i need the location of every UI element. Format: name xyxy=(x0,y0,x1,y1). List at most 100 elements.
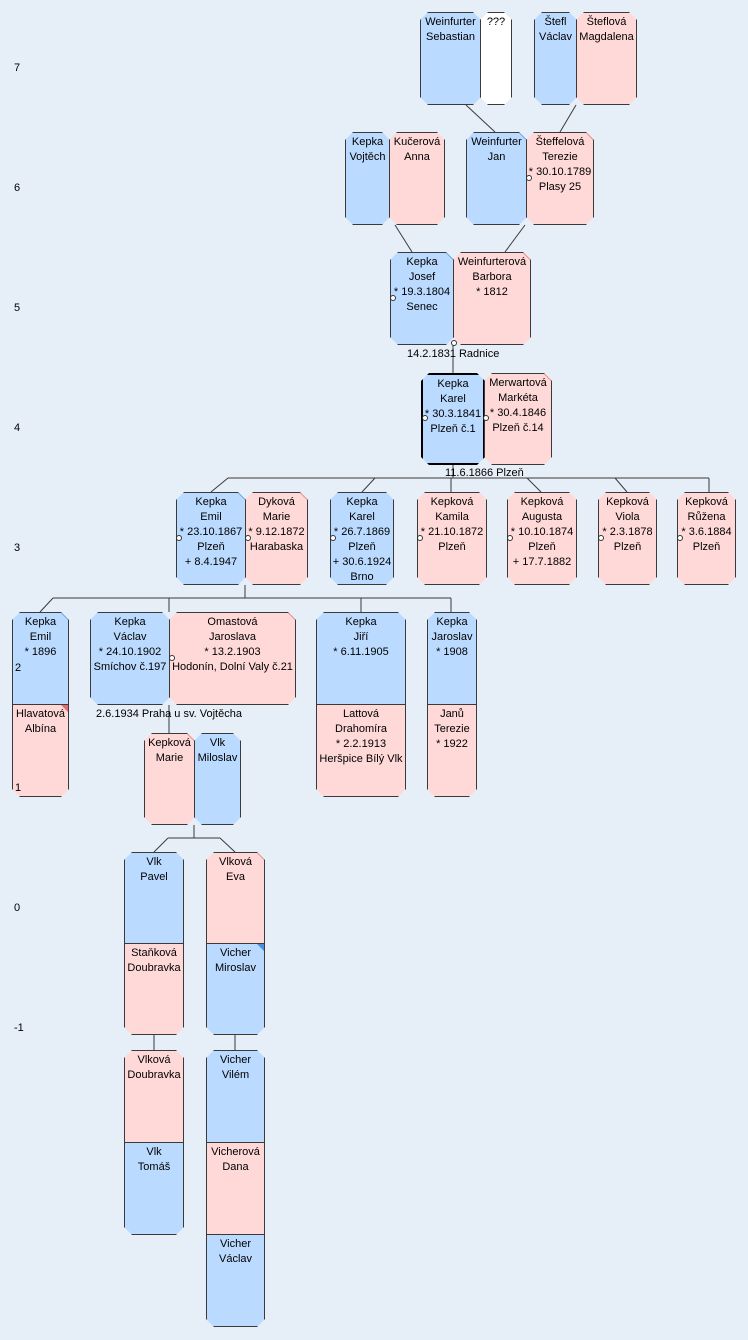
person-box-vicher-vilem[interactable]: Vicher Vilém xyxy=(206,1050,265,1143)
person-box-kepka-jiri[interactable]: Kepka Jiří * 6.11.1905 xyxy=(316,612,406,705)
death-date: + 30.6.1924 xyxy=(332,556,392,568)
surname: Vicher xyxy=(220,947,251,959)
more-info-marker xyxy=(238,493,245,500)
given-name: Terezie xyxy=(542,151,578,163)
generation-label-6: 6 xyxy=(14,182,21,194)
birth-place: Senec xyxy=(406,301,438,313)
expand-knob[interactable] xyxy=(483,415,489,421)
expand-knob[interactable] xyxy=(417,535,423,541)
expand-knob[interactable] xyxy=(526,175,532,181)
birth-date: * 26.7.1869 xyxy=(333,526,391,538)
generation-label-7: 7 xyxy=(14,62,21,74)
surname: Vicherová xyxy=(211,1146,260,1158)
person-box-kepkova-augusta[interactable]: Kepková Augusta * 10.10.1874 Plzeň + 17.… xyxy=(507,492,577,585)
death-place: Brno xyxy=(350,571,374,583)
person-box-stefl-vaclav[interactable]: Štefl Václav xyxy=(534,12,577,105)
person-box-kepka-josef[interactable]: Kepka Josef * 19.3.1804 Senec xyxy=(390,252,454,345)
person-box-kepka-jaroslav[interactable]: Kepka Jaroslav * 1908 xyxy=(427,612,477,705)
person-box-kepka-emil-1867[interactable]: Kepka Emil * 23.10.1867 Plzeň + 8.4.1947 xyxy=(176,492,246,585)
person-box-janu-terezie[interactable]: Janů Terezie * 1922 xyxy=(427,704,477,797)
person-box-weinfurterova-barbora[interactable]: Weinfurterová Barbora * 1812 xyxy=(453,252,531,345)
expand-knob[interactable] xyxy=(245,535,251,541)
birth-place: Plzeň č.14 xyxy=(492,422,544,434)
birth-date: * 23.10.1867 xyxy=(179,526,243,538)
surname: Weinfurter xyxy=(425,16,476,28)
expand-knob[interactable] xyxy=(169,655,175,661)
more-info-marker xyxy=(187,734,194,741)
expand-knob[interactable] xyxy=(330,535,336,541)
given-name: Jaroslav xyxy=(431,631,473,643)
person-box-vicherova-dana[interactable]: Vicherová Dana xyxy=(206,1142,265,1235)
more-info-marker xyxy=(519,133,526,140)
more-info-marker xyxy=(523,253,530,260)
surname: Vlk xyxy=(209,737,226,749)
person-box-unknown[interactable]: ??? xyxy=(480,12,512,105)
birth-place: Plzeň xyxy=(438,541,466,553)
expand-knob[interactable] xyxy=(598,535,604,541)
person-box-vlkova-doubravka[interactable]: Vlková Doubravka xyxy=(124,1050,184,1143)
given-name: Albína xyxy=(24,723,57,735)
birth-place: Plasy 25 xyxy=(538,181,582,193)
more-info-marker xyxy=(61,613,68,620)
given-name: Miroslav xyxy=(215,962,256,974)
surname: Štefl xyxy=(544,16,567,28)
person-box-hlavatova-albina[interactable]: Hlavatová Albína xyxy=(12,704,69,797)
person-box-stankova-doubravka[interactable]: Staňková Doubravka xyxy=(124,943,184,1035)
birth-date: * 30.4.1846 xyxy=(489,407,547,419)
surname: Kučerová xyxy=(393,136,441,148)
person-box-kepka-vaclav[interactable]: Kepka Václav * 24.10.1902 Smíchov č.197 xyxy=(90,612,170,705)
more-info-marker xyxy=(257,944,264,951)
given-name: Miloslav xyxy=(197,752,238,764)
person-box-vlk-miloslav[interactable]: Vlk Miloslav xyxy=(194,733,241,825)
generation-label-4: 4 xyxy=(14,422,21,434)
surname: Merwartová xyxy=(489,377,547,389)
person-box-kucerova-anna[interactable]: Kučerová Anna xyxy=(389,132,445,225)
surname: Kepka xyxy=(436,616,468,628)
surname: Kepková xyxy=(148,737,191,749)
person-box-omastova-jaroslava[interactable]: Omastová Jaroslava * 13.2.1903 Hodonín, … xyxy=(169,612,296,705)
given-name: Tomáš xyxy=(137,1161,171,1173)
person-box-vlk-tomas[interactable]: Vlk Tomáš xyxy=(124,1142,184,1235)
person-box-steflova-magdalena[interactable]: Šteflová Magdalena xyxy=(576,12,637,105)
person-box-vicher-miroslav[interactable]: Vicher Miroslav xyxy=(206,943,265,1035)
person-box-vlkova-eva[interactable]: Vlková Eva xyxy=(206,852,265,944)
expand-knob[interactable] xyxy=(390,295,396,301)
birth-date: * 24.10.1902 xyxy=(98,646,162,658)
person-box-merwartova-marketa[interactable]: Merwartová Markéta * 30.4.1846 Plzeň č.1… xyxy=(484,373,552,465)
person-box-kepkova-kamila[interactable]: Kepková Kamila * 21.10.1872 Plzeň xyxy=(417,492,487,585)
expand-knob[interactable] xyxy=(176,535,182,541)
expand-knob[interactable] xyxy=(677,535,683,541)
person-box-vlk-pavel[interactable]: Vlk Pavel xyxy=(124,852,184,944)
marriage-count: 2 xyxy=(15,662,22,674)
given-name: Václav xyxy=(113,631,147,643)
person-box-kepkova-ruzena[interactable]: Kepková Růžena * 3.6.1884 Plzeň xyxy=(677,492,736,585)
death-date: + 17.7.1882 xyxy=(512,556,572,568)
surname: Weinfurterová xyxy=(457,256,527,268)
given-name: Karel xyxy=(349,511,375,523)
expand-knob[interactable] xyxy=(422,415,428,421)
person-box-kepka-karel-1841[interactable]: Kepka Karel * 30.3.1841 Plzeň č.1 xyxy=(421,373,485,465)
person-box-dykova-marie[interactable]: Dyková Marie * 9.12.1872 Harabaska xyxy=(245,492,308,585)
birth-place: Heršpice Bílý Vlk xyxy=(319,753,403,765)
person-box-vicher-vaclav[interactable]: Vicher Václav xyxy=(206,1234,265,1327)
given-name: Vilém xyxy=(221,1069,250,1081)
generation-label-0: 0 xyxy=(14,902,21,914)
surname: Kepka xyxy=(351,136,384,148)
surname: Vicher xyxy=(220,1054,251,1066)
more-info-marker xyxy=(257,853,264,860)
given-name: Pavel xyxy=(140,871,168,883)
person-box-kepka-karel-1869[interactable]: Kepka Karel * 26.7.1869 Plzeň + 30.6.192… xyxy=(330,492,394,585)
more-info-marker xyxy=(288,613,295,620)
person-box-weinfurter-sebastian[interactable]: Weinfurter Sebastian xyxy=(420,12,481,105)
person-box-steffelova-terezie[interactable]: Šteffelová Terezie * 30.10.1789 Plasy 25 xyxy=(526,132,594,225)
expand-knob[interactable] xyxy=(507,535,513,541)
person-box-weinfurter-jan[interactable]: Weinfurter Jan xyxy=(466,132,527,225)
surname: Janů xyxy=(440,708,464,720)
given-name: Barbora xyxy=(472,271,512,283)
person-box-kepkova-viola[interactable]: Kepková Viola * 2.3.1878 Plzeň xyxy=(598,492,657,585)
person-box-kepkova-marie[interactable]: Kepková Marie xyxy=(144,733,195,825)
expand-knob[interactable] xyxy=(451,340,457,346)
person-box-lattova-drahomira[interactable]: Lattová Drahomíra * 2.2.1913 Heršpice Bí… xyxy=(316,704,406,797)
person-box-kepka-vojtech[interactable]: Kepka Vojtěch xyxy=(345,132,390,225)
person-box-kepka-emil-1896[interactable]: Kepka Emil * 1896 xyxy=(12,612,69,705)
